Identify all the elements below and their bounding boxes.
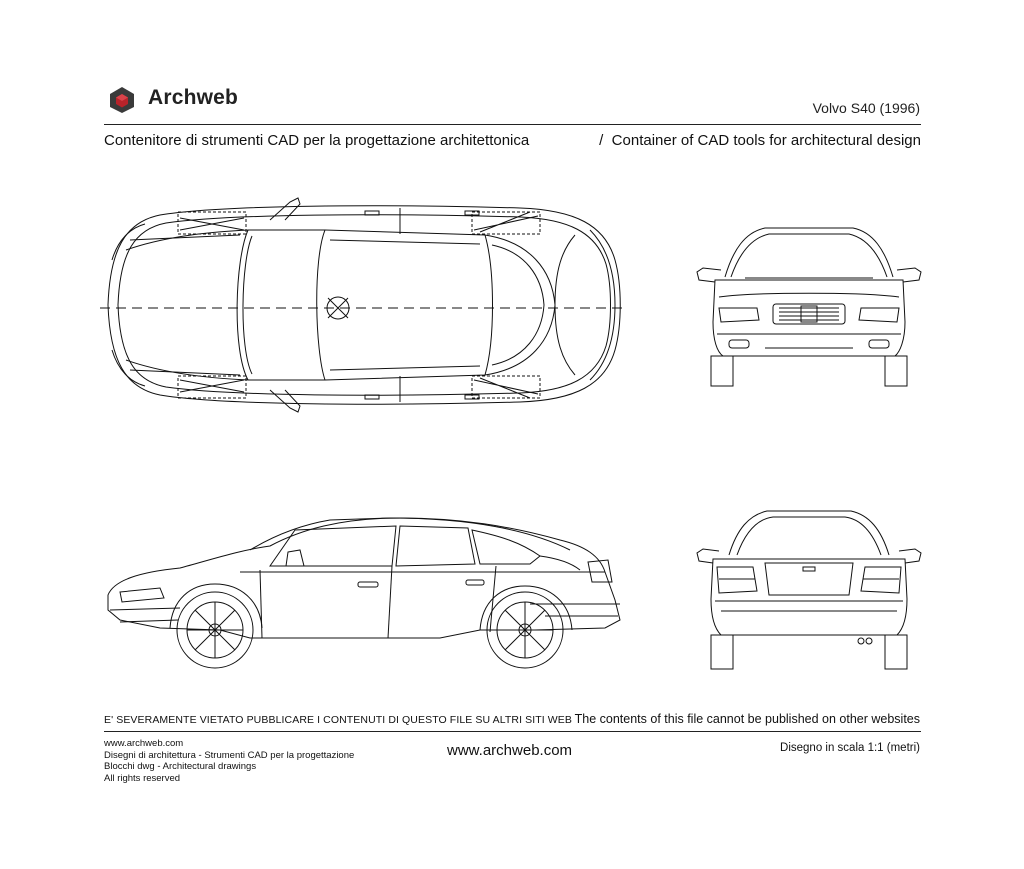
side-view xyxy=(100,500,625,675)
drawing-scale: Disegno in scala 1:1 (metri) xyxy=(780,742,920,754)
brand-name: Archweb xyxy=(148,86,239,109)
footer-line: Blocchi dwg - Architectural drawings xyxy=(104,761,257,772)
front-view xyxy=(695,222,923,390)
drawing-title: Volvo S40 (1996) xyxy=(812,100,920,116)
footer-credits: www.archweb.com Disegni di architettura … xyxy=(104,738,354,784)
wheel xyxy=(177,592,253,668)
wheel xyxy=(487,592,563,668)
footer-line: All rights reserved xyxy=(104,772,181,784)
footer-website: www.archweb.com xyxy=(447,742,573,759)
footer-line: www.archweb.com xyxy=(104,738,184,749)
rear-view xyxy=(695,505,923,673)
archweb-logo-icon xyxy=(110,87,134,113)
tagline-italian: Contenitore di strumenti CAD per la prog… xyxy=(104,132,530,149)
copyright-warning-italian: E' SEVERAMENTE VIETATO PUBBLICARE I CONT… xyxy=(104,714,572,726)
header-divider xyxy=(104,124,921,125)
footer-divider xyxy=(104,731,921,732)
tagline-english: Container of CAD tools for architectural… xyxy=(611,132,921,149)
tagline-separator: / xyxy=(599,132,604,149)
top-view xyxy=(100,190,630,420)
copyright-warning-english: The contents of this file cannot be publ… xyxy=(574,712,920,726)
footer-line: Disegni di architettura - Strumenti CAD … xyxy=(104,749,355,761)
tagline: Contenitore di strumenti CAD per la prog… xyxy=(104,132,921,149)
